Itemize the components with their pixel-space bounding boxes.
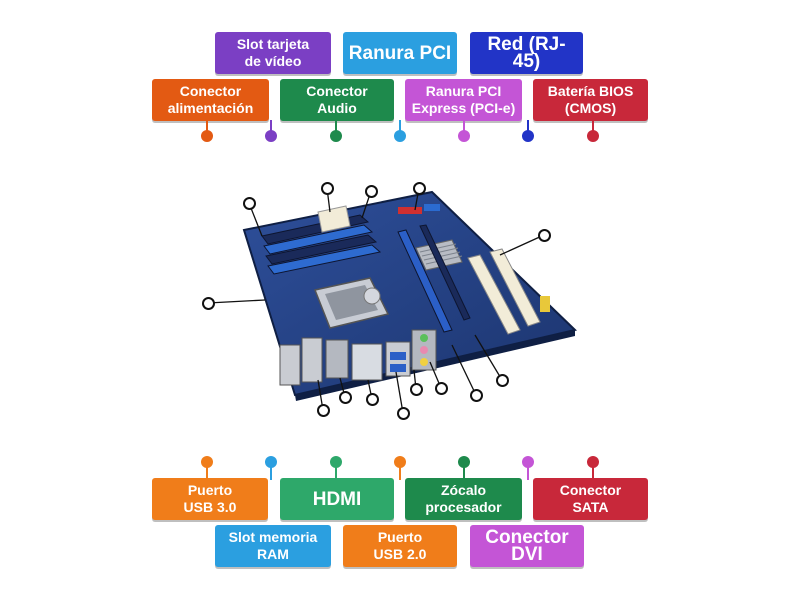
hotspot-9[interactable] [366,393,379,406]
top-pin-dot [587,130,599,142]
bottom-pin-stem [206,466,208,480]
top-pin-dot [201,130,213,142]
bottom-pin-dot [394,456,406,468]
hotspot-13[interactable] [470,389,483,402]
top-pin-dot [330,130,342,142]
label-conector-dvi[interactable]: Conector DVI [470,525,584,567]
top-pin-dot [265,130,277,142]
top-pin-dot [522,130,534,142]
bottom-pin-dot [587,456,599,468]
top-pin-stem [592,120,594,132]
hotspot-12[interactable] [435,382,448,395]
top-pin-stem [463,120,465,132]
hotspot-1[interactable] [243,197,256,210]
label-ranura-pci[interactable]: Ranura PCI [343,32,457,74]
bottom-pin-dot [265,456,277,468]
bottom-pin-stem [592,466,594,480]
hotspot-2[interactable] [321,182,334,195]
hotspot-4[interactable] [413,182,426,195]
hotspot-6[interactable] [202,297,215,310]
bottom-pin-dot [458,456,470,468]
label-hdmi[interactable]: HDMI [280,478,394,520]
bottom-pin-dot [201,456,213,468]
top-pin-stem [206,120,208,132]
top-pin-dot [394,130,406,142]
hotspot-10[interactable] [397,407,410,420]
bottom-pin-dot [522,456,534,468]
bottom-pin-dot [330,456,342,468]
hotspot-8[interactable] [339,391,352,404]
hotspot-11[interactable] [410,383,423,396]
top-pin-stem [527,120,529,132]
hotspot-14[interactable] [496,374,509,387]
top-pin-stem [270,120,272,132]
top-pin-dot [458,130,470,142]
bottom-pin-stem [399,466,401,480]
top-pin-stem [399,120,401,132]
bottom-pin-stem [527,466,529,480]
hotspot-3[interactable] [365,185,378,198]
label-red-rj45[interactable]: Red (RJ-45) [470,32,583,74]
bottom-pin-stem [463,466,465,480]
top-pin-stem [335,120,337,132]
hotspot-5[interactable] [538,229,551,242]
bottom-pin-stem [270,466,272,480]
hotspot-7[interactable] [317,404,330,417]
bottom-pin-stem [335,466,337,480]
label-bateria-bios[interactable]: Batería BIOS(CMOS) [533,79,648,121]
